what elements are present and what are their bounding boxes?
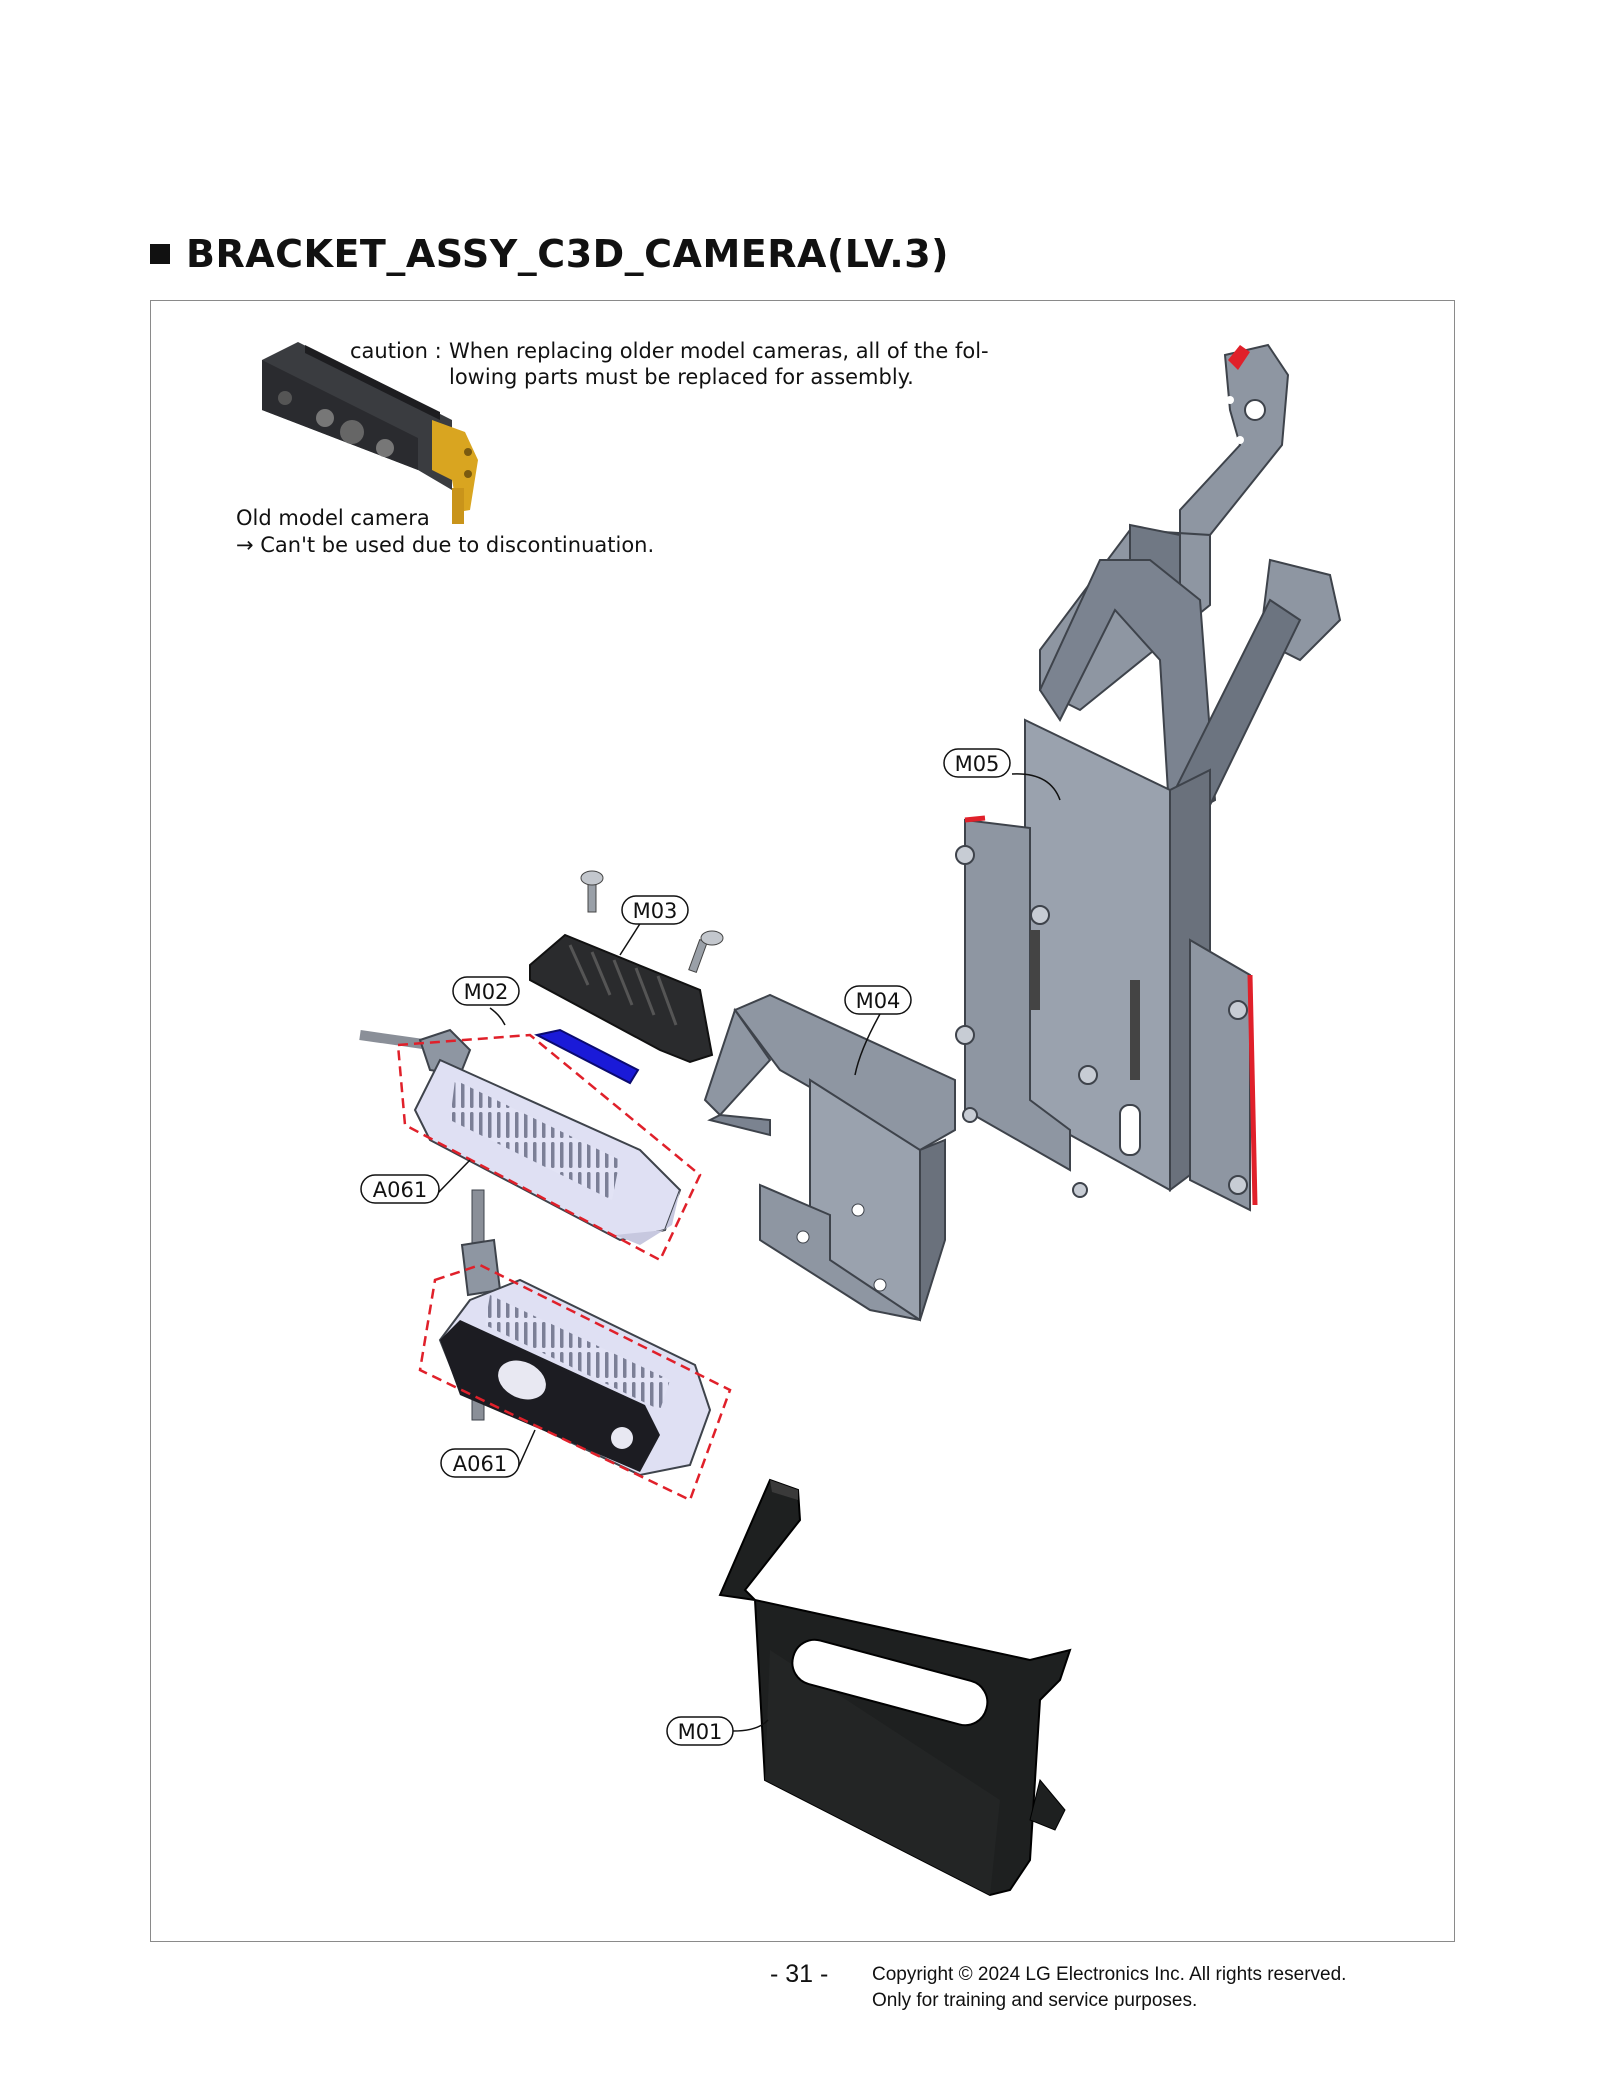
callout-m01-label: M01 <box>678 1720 723 1744</box>
callout-m02-label: M02 <box>464 980 509 1004</box>
old-model-camera-image <box>262 342 478 524</box>
copyright-line-2: Only for training and service purposes. <box>872 1990 1198 2011</box>
page-number: - 31 - <box>770 1960 829 1988</box>
caution-line-2: lowing parts must be replaced for assemb… <box>449 365 914 389</box>
copyright-line-1: Copyright © 2024 LG Electronics Inc. All… <box>872 1964 1347 1985</box>
bracket-m05 <box>955 343 1342 1212</box>
callout-m03: M03 <box>621 895 689 925</box>
caution-line-1: When replacing older model cameras, all … <box>449 339 989 363</box>
diagram-frame <box>150 300 1455 1942</box>
callout-m01: M01 <box>666 1716 734 1746</box>
old-camera-warning: → Can't be used due to discontinuation. <box>236 533 655 557</box>
camera-a061-bottom <box>418 1189 732 1502</box>
bracket-m04 <box>703 993 956 1322</box>
copyright-notice: Copyright © 2024 LG Electronics Inc. All… <box>872 1962 1346 2014</box>
callout-a061-bottom: A061 <box>440 1448 520 1478</box>
screw-icon <box>580 870 604 913</box>
callout-a061-top: A061 <box>360 1174 440 1204</box>
callout-m03-label: M03 <box>633 899 678 923</box>
mount-m03 <box>529 870 724 1064</box>
pad-m02 <box>534 1028 640 1085</box>
screw-icon <box>688 930 724 974</box>
bullet-square-icon <box>150 244 170 264</box>
callout-m04: M04 <box>844 985 912 1015</box>
callout-m02: M02 <box>452 976 520 1006</box>
old-camera-note: Old model camera → Can't be used due to … <box>236 505 654 559</box>
callout-a061-bottom-label: A061 <box>453 1452 507 1476</box>
caution-label: caution : <box>350 339 442 363</box>
callout-a061-top-label: A061 <box>373 1178 427 1202</box>
callout-m05: M05 <box>943 748 1011 778</box>
old-camera-label: Old model camera <box>236 506 430 530</box>
camera-a061-top <box>359 1028 702 1262</box>
page-title: BRACKET_ASSY_C3D_CAMERA(LV.3) <box>150 232 949 276</box>
callout-m05-label: M05 <box>955 752 1000 776</box>
title-text: BRACKET_ASSY_C3D_CAMERA(LV.3) <box>186 232 950 276</box>
leader-lines <box>437 773 1061 1732</box>
callout-m04-label: M04 <box>856 989 901 1013</box>
mount-m01 <box>718 1478 1072 1897</box>
